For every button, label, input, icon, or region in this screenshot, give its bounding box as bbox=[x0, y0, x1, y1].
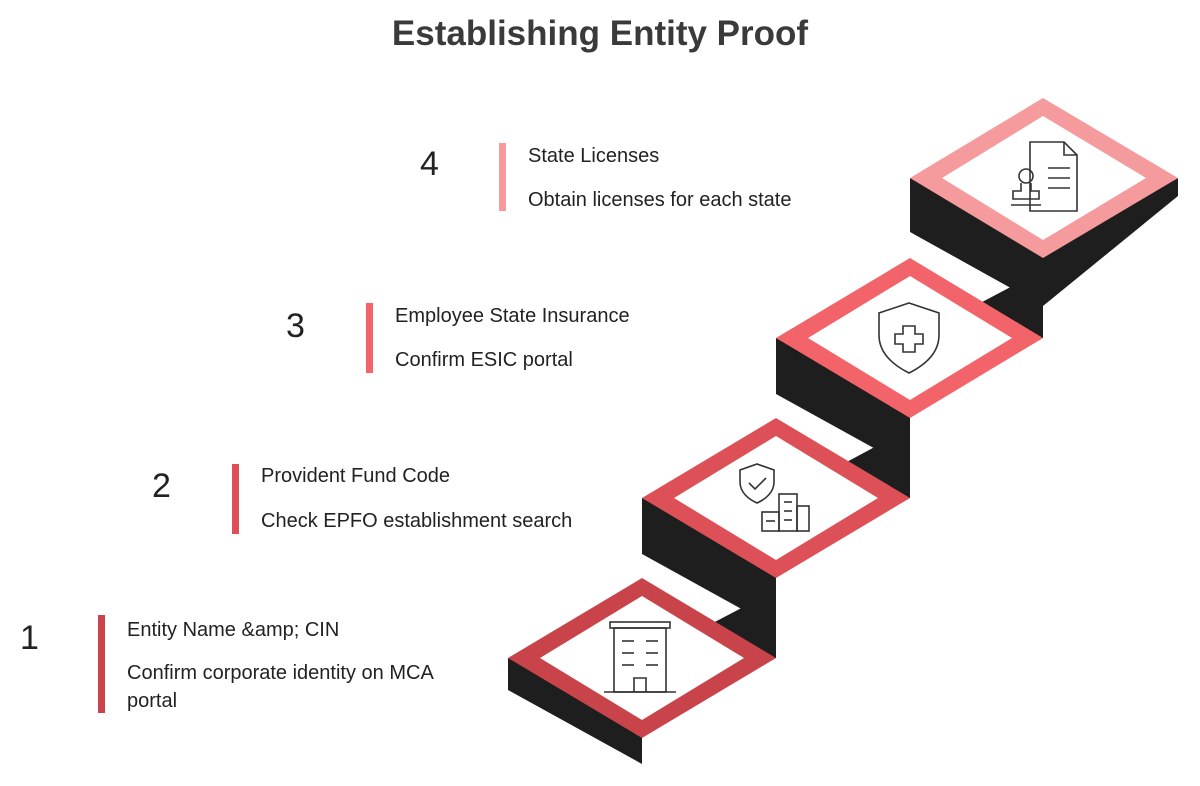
step-2-platform bbox=[642, 418, 910, 578]
step-4-heading: State Licenses bbox=[528, 145, 660, 167]
step-2-heading: Provident Fund Code bbox=[261, 465, 451, 487]
step-3-accent-bar bbox=[366, 303, 373, 373]
step-1-platform bbox=[508, 578, 776, 738]
step-1-description: Confirm corporate identity on MCA portal bbox=[127, 662, 433, 712]
step-4-accent-bar bbox=[499, 143, 506, 211]
step-1-accent-bar bbox=[98, 615, 105, 713]
step-2-accent-bar bbox=[232, 464, 239, 534]
step-1-heading: Entity Name &amp; CIN bbox=[127, 619, 340, 641]
step-3-heading: Employee State Insurance bbox=[395, 305, 630, 327]
step-2-description: Check EPFO establishment search bbox=[261, 510, 573, 532]
step-4-description: Obtain licenses for each state bbox=[528, 189, 792, 211]
page-title: Establishing Entity Proof bbox=[391, 14, 809, 53]
shield-check-buildings-icon bbox=[739, 463, 810, 532]
step-3-description: Confirm ESIC portal bbox=[395, 349, 573, 371]
step-3-number: 3 bbox=[286, 307, 305, 345]
step-4-platform bbox=[910, 98, 1178, 258]
license-stamp-icon bbox=[1011, 141, 1078, 212]
office-building-icon bbox=[604, 621, 676, 693]
step-4-number: 4 bbox=[420, 145, 439, 183]
medical-shield-icon bbox=[878, 302, 940, 374]
step-2-number: 2 bbox=[152, 467, 171, 505]
step-3-platform bbox=[776, 258, 1043, 418]
step-1-number: 1 bbox=[20, 619, 39, 657]
